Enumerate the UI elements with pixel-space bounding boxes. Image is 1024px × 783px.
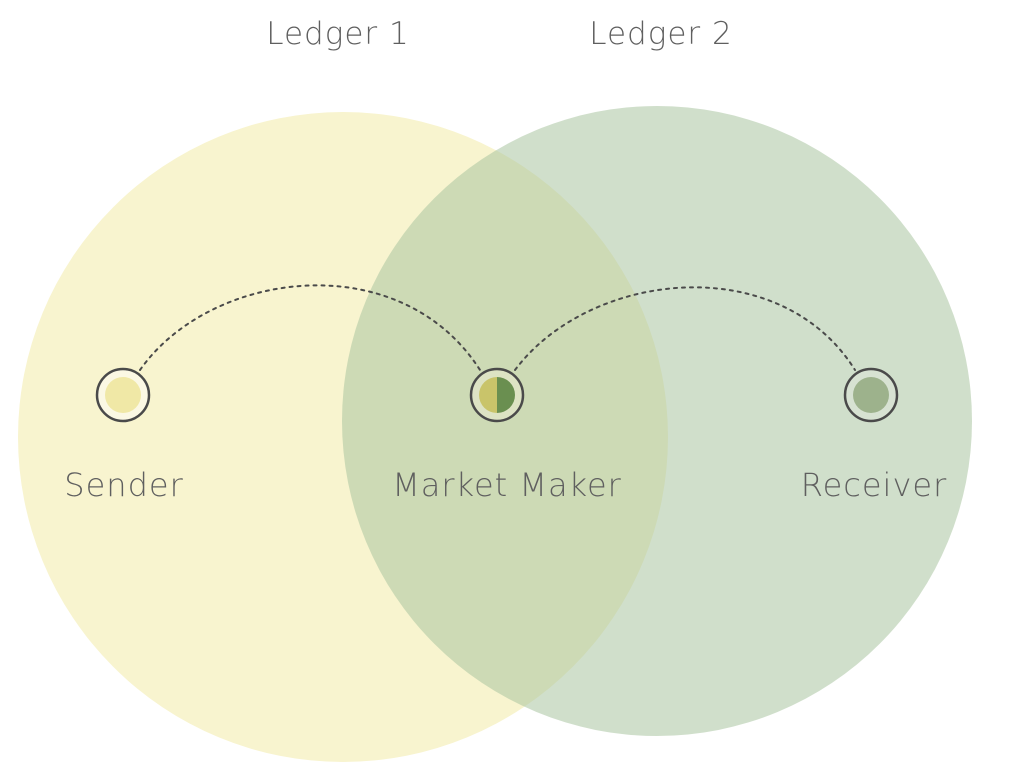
receiver-node [843, 367, 899, 423]
receiver-node-dot [853, 377, 889, 413]
market-maker-node [469, 367, 525, 423]
market-maker-label: Market Maker [392, 466, 622, 504]
ledger-1-title: Ledger 1 [266, 16, 409, 52]
path-sender-to-market-maker [139, 284, 481, 371]
sender-node [95, 367, 151, 423]
ledger-2-title: Ledger 2 [589, 16, 732, 52]
sender-label: Sender [64, 466, 183, 504]
market-maker-node-left-half [479, 377, 497, 413]
path-market-maker-to-receiver [514, 286, 856, 371]
ledger-2-circle [342, 106, 972, 736]
sender-node-dot [105, 377, 141, 413]
receiver-label: Receiver [801, 466, 947, 504]
market-maker-node-right-half [497, 377, 515, 413]
